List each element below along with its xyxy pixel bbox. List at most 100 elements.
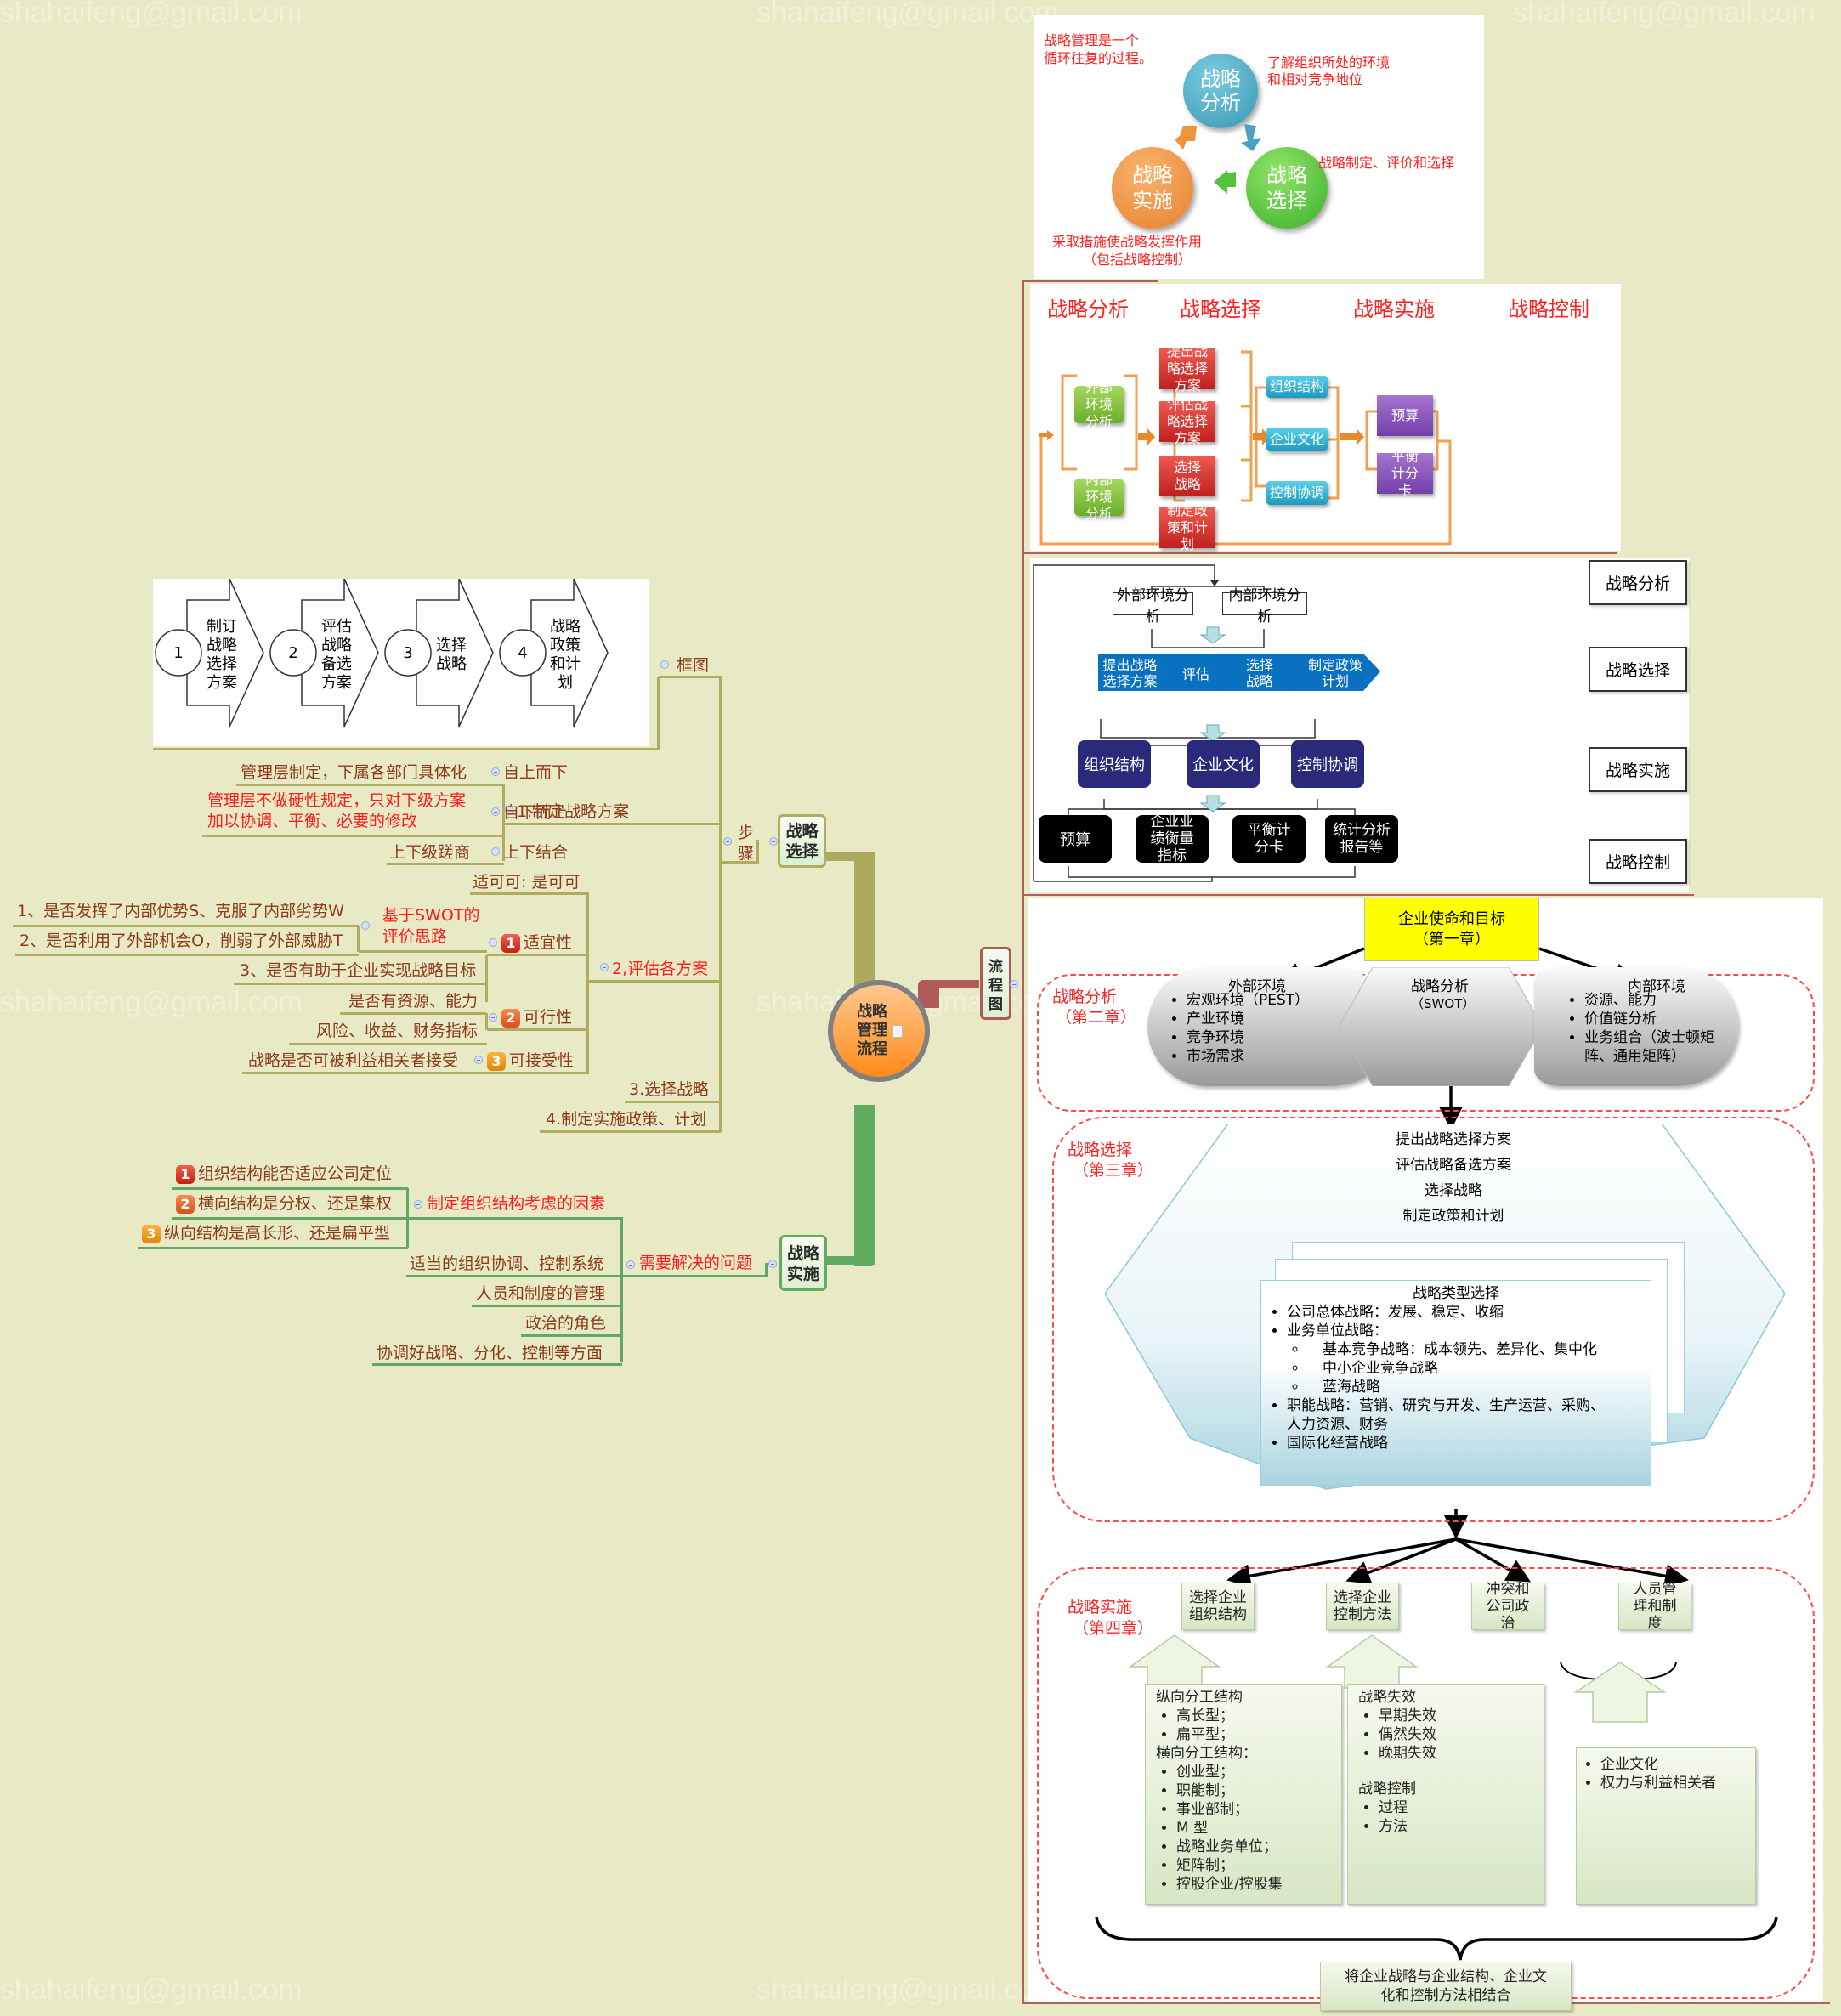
collapse-toggle[interactable] bbox=[414, 1200, 422, 1209]
control-block: 企业业绩衡量指标 bbox=[1136, 813, 1209, 864]
mission-box: 企业使命和目标 （第一章） bbox=[1364, 898, 1539, 961]
factor-text: 组织结构能否适应公司定位 bbox=[198, 1164, 393, 1183]
collapse-toggle[interactable] bbox=[626, 1260, 635, 1269]
suitability-text: 适宜性 bbox=[524, 933, 573, 952]
impl-chapter-label: 战略实施 bbox=[1068, 1598, 1133, 1617]
flow-analysis-box: 内部环境分析 bbox=[1074, 472, 1124, 522]
org-item: 事业部制； bbox=[1176, 1800, 1331, 1819]
collapse-toggle[interactable] bbox=[660, 660, 669, 669]
collapse-toggle[interactable] bbox=[505, 806, 513, 814]
collapse-toggle[interactable] bbox=[723, 837, 732, 846]
control-block: 平衡计分卡 bbox=[1232, 815, 1306, 863]
type-item-text: 人力资源、财务 bbox=[1287, 1416, 1388, 1433]
implement-block: 控制协调 bbox=[1291, 740, 1364, 788]
top-down-label: 自上而下 bbox=[503, 763, 569, 782]
choice-step: 评估战略备选方案 bbox=[1396, 1157, 1511, 1174]
collapse-toggle[interactable] bbox=[1010, 980, 1018, 988]
external-title: 外部环境 bbox=[1228, 978, 1286, 995]
connector bbox=[13, 925, 359, 927]
collapse-toggle[interactable] bbox=[600, 963, 609, 971]
swot-label: 评价思路 bbox=[382, 927, 448, 946]
culture-items: 企业文化 权力与利益相关者 bbox=[1580, 1755, 1752, 1792]
impl-box: 人员管理和制度 bbox=[1618, 1581, 1691, 1632]
flow-implement-box: 控制协调 bbox=[1266, 481, 1328, 505]
flow-choice-box: 提出战略选择方案 bbox=[1159, 343, 1215, 394]
topic-strategy-selection[interactable]: 战略选择 bbox=[778, 814, 826, 868]
connector bbox=[586, 894, 589, 1073]
block-panel: 外部环境分析 内部环境分析 提出战略选择方案 评估 选择战略 制定政策计划 组织… bbox=[1030, 558, 1689, 892]
type-item-text: 职能战略：营销、研究与开发、生产运营、采购、 bbox=[1287, 1397, 1605, 1414]
watermark: shahaifeng@gmail.com bbox=[1513, 0, 1816, 29]
problem-item: 人员和制度的管理 bbox=[476, 1284, 606, 1303]
connector bbox=[234, 983, 487, 985]
connector bbox=[172, 1217, 408, 1220]
swot-shape bbox=[1339, 967, 1543, 1086]
cycle-arrows bbox=[1175, 124, 1261, 194]
org-item: M 型 bbox=[1176, 1819, 1331, 1838]
connector bbox=[657, 677, 660, 750]
collapse-toggle[interactable] bbox=[474, 1056, 483, 1064]
org-vertical-list: 高长型； 扁平型； bbox=[1156, 1707, 1331, 1744]
problem-item: 协调好战略、分化、控制等方面 bbox=[377, 1344, 603, 1362]
control-block: 预算 bbox=[1039, 815, 1112, 863]
problems-label: 需要解决的问题 bbox=[639, 1254, 753, 1272]
choice-chevron-label: 提出战略选择方案 bbox=[1102, 656, 1158, 689]
internal-analysis-box: 内部环境分析 bbox=[1222, 587, 1307, 626]
collapse-toggle[interactable] bbox=[491, 847, 500, 856]
org-item: 职能制； bbox=[1176, 1781, 1331, 1800]
cycle-note: 循环往复的过程。 bbox=[1044, 50, 1153, 66]
choice-step: 制定政策和计划 bbox=[1402, 1208, 1504, 1225]
flow-choice-box: 制定政策和计划 bbox=[1159, 502, 1215, 552]
chevron bbox=[1221, 654, 1306, 691]
priority-1-badge: 1 bbox=[501, 933, 520, 953]
topic-strategy-implementation[interactable]: 战略实施 bbox=[779, 1235, 827, 1291]
external-item: 竞争环境 bbox=[1187, 1028, 1309, 1047]
implementation-desc: 采取措施使战略发挥作用 bbox=[1052, 234, 1203, 250]
arrow-analysis-to-choice bbox=[1241, 124, 1261, 151]
feasibility-item: 风险、收益、财务指标 bbox=[316, 1022, 479, 1040]
topic-flowchart[interactable]: 流程图 bbox=[980, 947, 1011, 1020]
connector bbox=[406, 1275, 622, 1277]
choice-step: 选择战略 bbox=[1425, 1182, 1482, 1199]
block-connectors bbox=[1033, 564, 1380, 882]
combine-text: 将企业战略与企业结构、企业文 bbox=[1345, 1968, 1547, 1985]
collapse-toggle[interactable] bbox=[769, 837, 778, 846]
collapse-toggle[interactable] bbox=[491, 807, 500, 816]
step4-label: 4.制定实施政策、计划 bbox=[546, 1110, 707, 1129]
control-item: 方法 bbox=[1379, 1817, 1533, 1836]
failure-heading: 战略失效 bbox=[1358, 1689, 1416, 1706]
swot-item-sw: 1、是否发挥了内部优势S、克服了内部劣势W bbox=[17, 902, 344, 920]
priority-1-badge: 1 bbox=[176, 1164, 195, 1184]
block-side-label: 战略实施 bbox=[1589, 747, 1687, 792]
external-item: 宏观环境（PEST） bbox=[1187, 991, 1309, 1010]
analysis-chapter-label: 战略分析 bbox=[1052, 988, 1118, 1006]
frame-step-number: 2 bbox=[288, 643, 298, 662]
connector bbox=[340, 1012, 486, 1015]
collapse-toggle[interactable] bbox=[489, 1013, 497, 1022]
type-item: 业务单位战略： 基本竞争战略：成本领先、差异化、集中化 中小企业竞争战略 蓝海战… bbox=[1287, 1322, 1651, 1396]
collapse-toggle[interactable] bbox=[361, 921, 370, 930]
analysis-chapter-label: （第二章） bbox=[1056, 1008, 1137, 1027]
connector bbox=[357, 926, 360, 952]
connector bbox=[719, 677, 722, 1132]
connector bbox=[586, 980, 721, 983]
priority-3-badge: 3 bbox=[142, 1224, 161, 1243]
cycle-analysis-label: 战略分析 bbox=[1200, 67, 1241, 115]
cycle-choice-label: 战略选择 bbox=[1266, 163, 1307, 212]
connector bbox=[289, 1043, 487, 1045]
frame-step-number: 3 bbox=[403, 643, 413, 662]
collapse-toggle[interactable] bbox=[489, 938, 497, 947]
factor-text: 横向结构是分权、还是集权 bbox=[198, 1194, 393, 1213]
control-block: 统计分析报告等 bbox=[1325, 815, 1398, 863]
step3-label: 3.选择战略 bbox=[629, 1080, 710, 1099]
connector bbox=[540, 1130, 721, 1133]
org-item: 控股企业/控股集 bbox=[1176, 1875, 1331, 1894]
bottom-up-desc: 加以协调、平衡、必要的修改 bbox=[207, 812, 418, 830]
flow-header: 战略实施 bbox=[1353, 297, 1435, 321]
collapse-toggle[interactable] bbox=[768, 1260, 777, 1268]
collapse-toggle[interactable] bbox=[491, 767, 500, 776]
external-list: 宏观环境（PEST） 产业环境 竞争环境 市场需求 bbox=[1166, 991, 1309, 1066]
central-topic[interactable]: 战略管理流程 bbox=[828, 980, 930, 1082]
